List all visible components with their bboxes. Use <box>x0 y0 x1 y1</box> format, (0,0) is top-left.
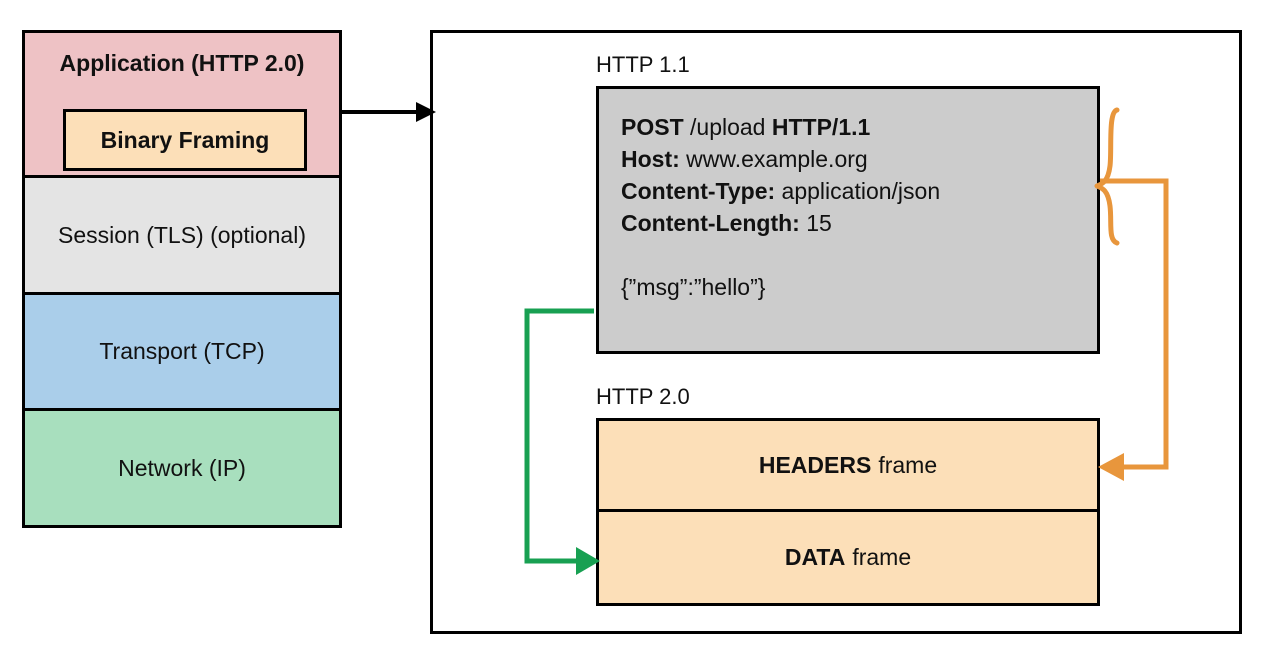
http11-request-path: /upload <box>683 114 772 140</box>
binary-framing-box: Binary Framing <box>63 109 307 171</box>
http20-headers-frame-suffix: frame <box>878 451 938 478</box>
http11-header-host-name: Host: <box>621 146 680 172</box>
http11-header-host-value: www.example.org <box>679 146 868 172</box>
stack-layer-transport: Transport (TCP) <box>25 295 339 411</box>
stack-layer-session-label: Session (TLS) (optional) <box>58 221 306 248</box>
http11-request-method: POST <box>621 114 684 140</box>
stack-layer-network-label: Network (IP) <box>118 454 246 481</box>
http11-caption: HTTP 1.1 <box>596 52 690 77</box>
http20-data-frame-name: DATA <box>784 544 846 570</box>
http20-data-frame-suffix: frame <box>852 544 912 570</box>
binary-framing-arrow-icon <box>340 102 436 122</box>
http11-header-content-type-name: Content-Type: <box>621 178 776 204</box>
http20-caption: HTTP 2.0 <box>596 384 690 409</box>
stack-layer-application-label: Application (HTTP 2.0) <box>59 50 305 76</box>
http11-header-host: Host: www.example.org <box>621 143 1097 175</box>
stack-layer-transport-label: Transport (TCP) <box>99 338 265 364</box>
http11-request-version: HTTP/1.1 <box>771 114 871 140</box>
stack-layer-session: Session (TLS) (optional) <box>25 178 339 295</box>
binary-framing-label: Binary Framing <box>100 126 270 153</box>
http11-message-body: {”msg”:”hello”} <box>621 274 766 300</box>
http11-request-line: POST /upload HTTP/1.1 <box>621 111 1097 143</box>
http11-header-content-length-name: Content-Length: <box>621 210 800 236</box>
http11-header-content-type: Content-Type: application/json <box>621 175 1097 207</box>
protocol-stack: Application (HTTP 2.0) Session (TLS) (op… <box>22 30 342 528</box>
http11-header-content-length-value: 15 <box>799 210 832 236</box>
stack-layer-network: Network (IP) <box>25 411 339 525</box>
http11-header-content-type-value: application/json <box>775 178 941 204</box>
http20-headers-frame-name: HEADERS <box>758 451 872 478</box>
http11-header-content-length: Content-Length: 15 <box>621 207 1097 239</box>
http11-message-block: POST /upload HTTP/1.1 Host: www.example.… <box>596 86 1100 354</box>
